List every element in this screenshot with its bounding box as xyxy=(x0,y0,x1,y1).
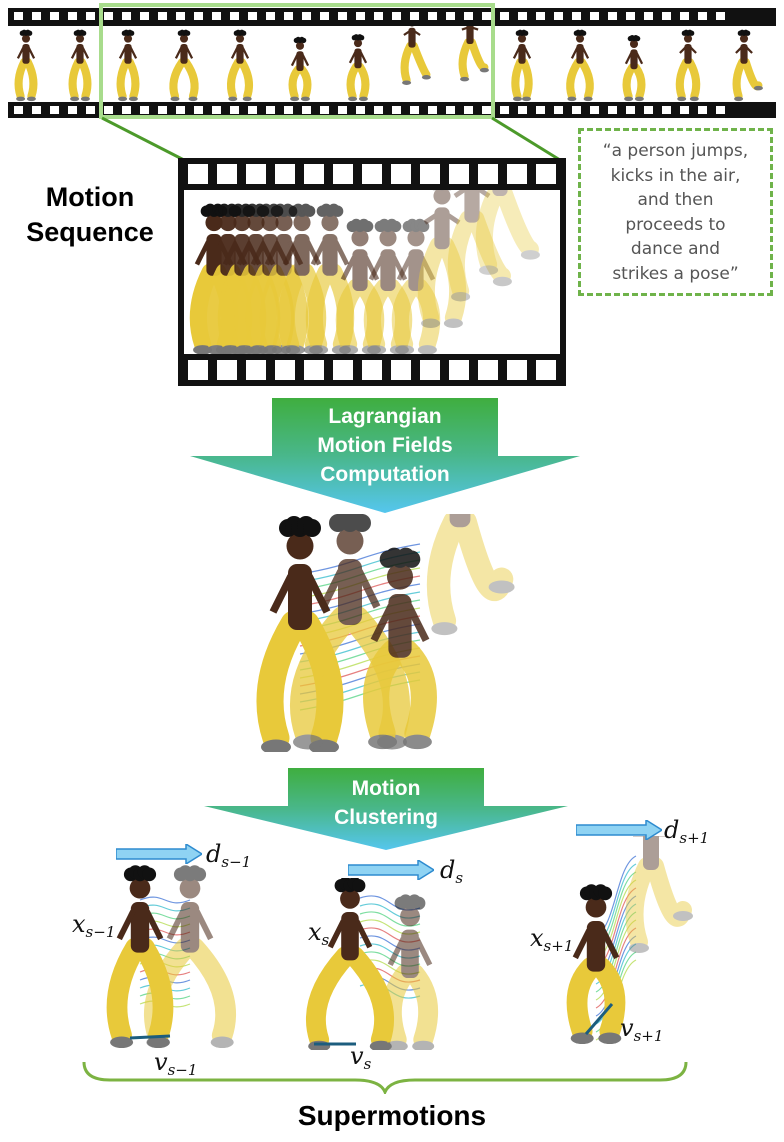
big-film-holes-bottom xyxy=(178,360,566,380)
character-pose xyxy=(68,29,92,102)
character-pose xyxy=(622,34,646,102)
label-d-next: ds+1 xyxy=(664,816,710,847)
label-x-curr: xs xyxy=(308,918,330,949)
top-strip-frames xyxy=(14,26,763,102)
motion-sequence-line1: Motion xyxy=(45,182,135,212)
big-film-holes-top xyxy=(178,164,566,184)
character-pose xyxy=(346,34,370,102)
quote-line: proceeds to xyxy=(625,214,726,235)
quote-line: and then xyxy=(637,190,714,210)
label-d-curr: ds xyxy=(440,856,464,887)
lagrangian-arrow-label: Lagrangian Motion Fields Computation xyxy=(272,402,498,489)
supermotion-figure-curr xyxy=(306,878,438,1050)
character-pose xyxy=(566,884,626,1045)
character-pose xyxy=(169,29,199,102)
zoom-connector-lines xyxy=(101,116,561,162)
character-pose xyxy=(382,894,438,1050)
quote-line: “a person jumps, xyxy=(602,141,749,161)
character-pose xyxy=(566,29,594,102)
lagrangian-arrow-shape xyxy=(190,398,580,513)
motion-sequence-label: Motion Sequence xyxy=(0,180,180,250)
character-pose xyxy=(475,190,540,275)
arrow-label-line: Motion xyxy=(351,777,421,800)
film-holes-bottom xyxy=(8,106,776,114)
arrow-label-line: Lagrangian xyxy=(328,405,442,428)
quote-line: dance and xyxy=(630,239,721,259)
top-film-strip xyxy=(8,8,776,118)
character-pose xyxy=(447,190,512,302)
selection-highlight-box xyxy=(99,3,495,119)
character-pose xyxy=(675,29,701,102)
lagrangian-motion-field-figure xyxy=(256,514,515,752)
character-pose xyxy=(363,547,437,750)
label-v-prev: vs−1 xyxy=(154,1048,198,1079)
character-pose xyxy=(417,190,467,329)
displacement-arrow-next xyxy=(576,820,662,840)
supermotions-label: Supermotions xyxy=(297,1100,487,1131)
text-prompt-box: “a person jumps, kicks in the air, and t… xyxy=(578,128,773,296)
character-pose xyxy=(426,514,515,636)
label-v-next: vs+1 xyxy=(620,1014,664,1045)
character-pose xyxy=(625,836,693,953)
character-pose xyxy=(306,878,394,1050)
arrow-label-line: Motion Fields xyxy=(317,434,453,457)
velocity-arrow xyxy=(584,1003,614,1035)
label-v-curr: vs xyxy=(350,1042,372,1073)
character-pose xyxy=(458,26,489,82)
motion-sequence-line2: Sequence xyxy=(26,217,154,247)
arrow-label-line: Computation xyxy=(320,463,450,486)
character-pose xyxy=(14,29,38,102)
character-pose xyxy=(400,26,431,85)
overlaid-motion-poses xyxy=(189,190,540,354)
quote-line: strikes a pose” xyxy=(612,263,739,284)
character-pose xyxy=(226,29,254,102)
character-pose xyxy=(511,29,533,102)
arrow-label-line: Clustering xyxy=(334,806,438,829)
quote-line: kicks in the air, xyxy=(610,165,741,186)
displacement-arrow-curr xyxy=(348,860,434,880)
supermotion-figure-prev xyxy=(106,865,236,1049)
character-pose xyxy=(116,29,140,102)
clustering-arrow-label: Motion Clustering xyxy=(288,774,484,832)
character-pose xyxy=(288,36,312,102)
character-pose xyxy=(732,29,763,102)
zoomed-film-frame xyxy=(178,158,566,386)
label-d-prev: ds−1 xyxy=(206,840,252,871)
film-holes-top xyxy=(8,12,776,20)
clustering-arrow-shape xyxy=(204,768,568,850)
displacement-arrow-prev xyxy=(116,844,202,864)
character-pose xyxy=(391,218,441,354)
character-pose xyxy=(144,865,236,1049)
supermotion-figure-next xyxy=(566,836,693,1045)
label-x-prev: xs−1 xyxy=(72,910,116,941)
supermotions-brace xyxy=(82,1061,688,1094)
label-x-next: xs+1 xyxy=(530,924,574,955)
velocity-arrow xyxy=(129,1034,171,1040)
